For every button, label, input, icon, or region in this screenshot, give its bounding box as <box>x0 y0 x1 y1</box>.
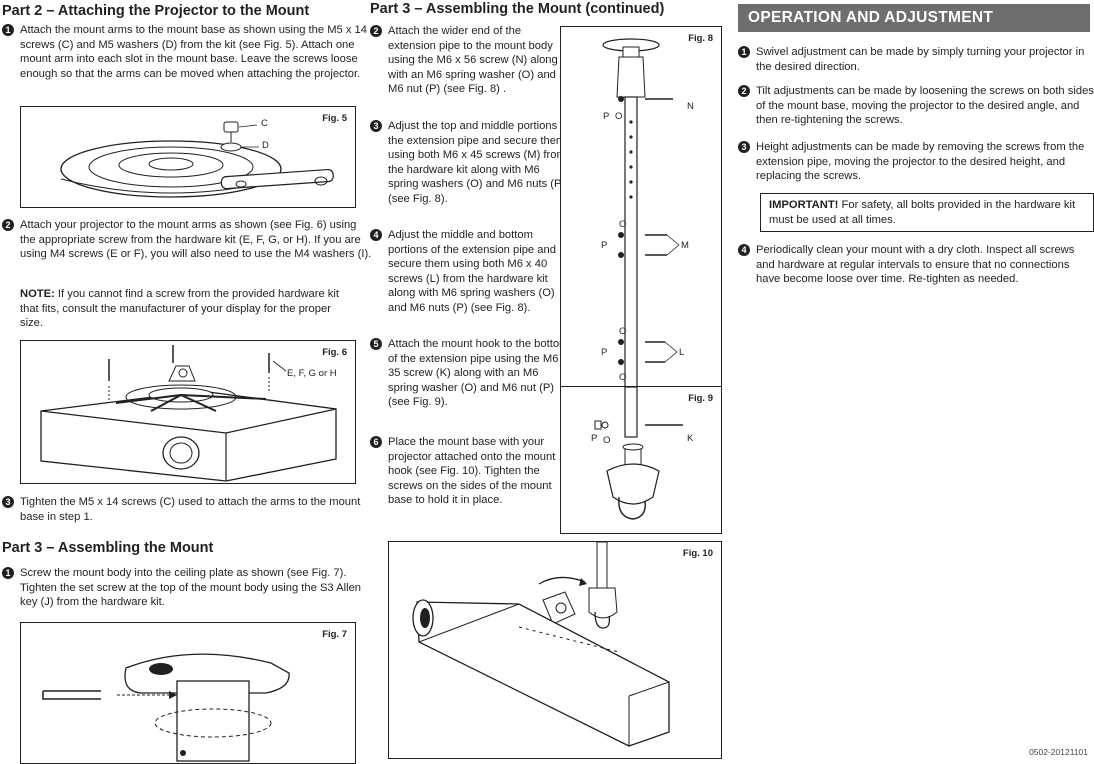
step-number: 2 <box>2 219 14 231</box>
part2-title: Part 2 – Attaching the Projector to the … <box>2 2 309 20</box>
projector-attach-illustration <box>40 345 337 482</box>
mount-base-arm-illustration <box>60 121 334 198</box>
step-number: 2 <box>738 85 750 97</box>
figure-6: Fig. 6 E, F, G or H <box>20 340 356 484</box>
mount-hook-illustration <box>594 387 683 520</box>
important-label: IMPORTANT! <box>769 199 839 211</box>
step-number: 1 <box>2 24 14 36</box>
step-text: Place the mount base with your projector… <box>388 436 556 507</box>
step-number: 2 <box>370 25 382 37</box>
part3-cont-title: Part 3 – Assembling the Mount (continued… <box>370 0 664 18</box>
step-text: Adjust the middle and bottom portions of… <box>388 229 556 314</box>
callout-p: P <box>601 347 608 358</box>
operation-header: OPERATION AND ADJUSTMENT <box>738 4 1090 32</box>
operation-title: OPERATION AND ADJUSTMENT <box>748 9 994 26</box>
step-text: Adjust the top and middle portions of th… <box>388 120 570 205</box>
important-notice: IMPORTANT! For safety, all bolts provide… <box>760 193 1094 233</box>
callout-d: D <box>262 140 269 151</box>
callout-p: P <box>601 240 608 251</box>
part3-step-2: 2 Attach the wider end of the extension … <box>370 24 570 97</box>
fig-label: Fig. 8 <box>688 33 713 44</box>
document-code: 0502-20121101 <box>1029 747 1088 757</box>
part3-step-3: 3 Adjust the top and middle portions of … <box>370 119 570 207</box>
callout-p: P <box>591 433 598 444</box>
fig-label: Fig. 5 <box>322 113 347 124</box>
callout-o: O <box>619 326 627 337</box>
fig-label: Fig. 6 <box>322 347 347 358</box>
part3-step-5: 5 Attach the mount hook to the bottom of… <box>370 337 570 410</box>
hang-projector-illustration <box>412 542 670 747</box>
fig-label: Fig. 7 <box>322 629 347 640</box>
callout-efgh: E, F, G or H <box>287 368 337 379</box>
important-text: For safety, all bolts provided in the ha… <box>769 199 1076 226</box>
operation-step-4: 4 Periodically clean your mount with a d… <box>738 243 1086 287</box>
step-text: Tilt adjustments can be made by loosenin… <box>756 85 1094 127</box>
step-number: 5 <box>370 338 382 350</box>
part3-step-1: 1 Screw the mount body into the ceiling … <box>2 566 372 610</box>
callout-n: N <box>687 101 694 112</box>
step-number: 1 <box>2 567 14 579</box>
part3-title: Part 3 – Assembling the Mount <box>2 539 213 557</box>
step-number: 1 <box>738 46 750 58</box>
figure-8: Fig. 8 P O N O P M O P <box>560 26 722 388</box>
ceiling-plate-illustration <box>42 653 290 762</box>
step-text: Height adjustments can be made by removi… <box>756 141 1085 183</box>
fig-label: Fig. 9 <box>688 393 713 404</box>
step-text: Attach the mount hook to the bottom of t… <box>388 338 569 409</box>
step-number: 4 <box>370 229 382 241</box>
callout-o: O <box>619 219 627 230</box>
operation-step-1: 1 Swivel adjustment can be made by simpl… <box>738 45 1086 74</box>
step-number: 4 <box>738 244 750 256</box>
part3-step-6: 6 Place the mount base with your project… <box>370 435 570 508</box>
callout-o: O <box>619 372 627 383</box>
callout-l: L <box>679 347 685 358</box>
part3-step-4: 4 Adjust the middle and bottom portions … <box>370 228 570 316</box>
callout-c: C <box>261 118 268 129</box>
step-number: 6 <box>370 436 382 448</box>
callout-p: P <box>603 111 610 122</box>
figure-9: Fig. 9 P O K <box>560 386 722 534</box>
note-text: If you cannot find a screw from the prov… <box>20 288 339 330</box>
step-text: Screw the mount body into the ceiling pl… <box>20 567 362 609</box>
part2-title-text: Part 2 – Attaching the Projector to the … <box>2 3 310 19</box>
step-text: Periodically clean your mount with a dry… <box>756 244 1075 286</box>
step-text: Swivel adjustment can be made by simply … <box>756 46 1085 73</box>
step-number: 3 <box>738 141 750 153</box>
part2-step-1: 1 Attach the mount arms to the mount bas… <box>2 23 372 81</box>
fig-label: Fig. 10 <box>682 548 713 559</box>
callout-m: M <box>681 240 689 251</box>
callout-o: O <box>603 435 611 446</box>
callout-o: O <box>615 111 623 122</box>
part2-step-3: 3 Tighten the M5 x 14 screws (C) used to… <box>2 495 372 524</box>
figure-5: Fig. 5 C D <box>20 106 356 208</box>
step-text: Tighten the M5 x 14 screws (C) used to a… <box>20 496 361 523</box>
step-text: Attach the mount arms to the mount base … <box>20 24 368 80</box>
step-text: Attach the wider end of the extension pi… <box>388 25 558 96</box>
step-number: 3 <box>370 120 382 132</box>
figure-7: Fig. 7 <box>20 622 356 764</box>
step-text: Attach your projector to the mount arms … <box>20 219 372 261</box>
callout-k: K <box>687 433 694 444</box>
note-label: NOTE: <box>20 288 55 300</box>
operation-step-2: 2 Tilt adjustments can be made by loosen… <box>738 84 1094 128</box>
operation-step-3: 3 Height adjustments can be made by remo… <box>738 140 1094 184</box>
extension-pipe-illustration <box>602 38 680 387</box>
part2-step-2: 2 Attach your projector to the mount arm… <box>2 218 372 262</box>
figure-10: Fig. 10 <box>388 541 722 759</box>
part3-cont-title-text: Part 3 – Assembling the Mount (continued… <box>370 1 665 17</box>
step-number: 3 <box>2 496 14 508</box>
part3-title-text: Part 3 – Assembling the Mount <box>2 540 214 556</box>
part2-note: NOTE: If you cannot find a screw from th… <box>20 287 354 331</box>
